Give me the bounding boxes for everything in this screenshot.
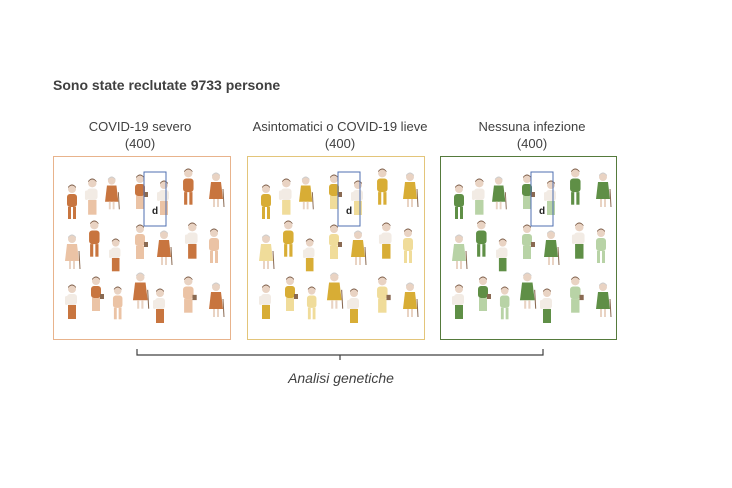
crowd-illustration: d [259,168,419,323]
person-figure [570,276,584,313]
person-figure [259,234,275,270]
person-figure [326,272,344,309]
person-figure [329,174,342,209]
person-figure [283,220,294,257]
group-name: Nessuna infezione [478,119,586,134]
person-figure [452,284,464,319]
group-label-none: Nessuna infezione (400) [437,118,627,152]
person-figure [378,222,392,259]
person-figure [153,288,165,323]
person-figure [492,176,507,210]
crowd-illustration: d [452,168,612,323]
person-figure [183,168,194,205]
person-figure [454,184,464,219]
person-figure [65,234,81,270]
person-figure [135,174,148,209]
person-figure [347,288,359,323]
group-label-severe: COVID-19 severo (400) [45,118,235,152]
group-name: COVID-19 severo [88,119,192,134]
person-figure [476,220,487,257]
group-count: (400) [324,136,356,151]
person-figure [209,282,225,318]
person-figure [596,172,612,208]
person-figure [209,172,225,208]
group-name: Asintomatici o COVID-19 lieve [252,119,428,134]
person-figure [84,178,98,215]
group-label-mild: Asintomatici o COVID-19 lieve (400) [245,118,435,152]
person-figure [306,286,317,320]
person-figure [522,224,535,259]
highlighted-person-box: d [530,171,554,227]
highlight-label: d [539,206,545,217]
person-figure [135,224,148,259]
person-figure [403,228,413,263]
person-figure [278,178,292,215]
highlighted-person-box: d [337,171,361,227]
person-figure [377,168,388,205]
person-figure [540,288,552,323]
person-figure [261,184,271,219]
person-figure [109,238,121,272]
person-figure [452,234,468,270]
person-figure [499,286,510,320]
person-figure [67,184,77,219]
person-figure [329,224,342,259]
person-figure [299,176,314,210]
person-figure [303,238,315,272]
page-title: Sono state reclutate 9733 persone [53,77,281,93]
highlighted-person-box: d [143,171,167,227]
group-count: (400) [516,136,548,151]
population-box-mild: d [247,156,425,340]
crowd-illustration: d [65,168,225,323]
person-figure [259,284,271,319]
person-figure [571,222,585,259]
person-figure [596,228,606,263]
person-figure [132,272,150,309]
person-figure [184,222,198,259]
population-box-severe: d [53,156,231,340]
person-figure [544,230,560,266]
person-figure [478,276,491,311]
person-figure [403,172,419,208]
person-figure [285,276,298,311]
highlight-label: d [346,206,352,217]
genetic-analysis-caption: Analisi genetiche [288,370,394,386]
person-figure [570,168,581,205]
person-figure [209,228,219,263]
group-count: (400) [124,136,156,151]
person-figure [112,286,123,320]
person-figure [403,282,419,318]
person-figure [519,272,537,309]
person-figure [471,178,485,215]
person-figure [596,282,612,318]
person-figure [157,230,173,266]
person-figure [496,238,508,272]
highlight-label: d [152,206,158,217]
person-figure [65,284,77,319]
person-figure [183,276,197,313]
person-figure [351,230,367,266]
person-figure [89,220,100,257]
person-figure [105,176,120,210]
population-box-none: d [440,156,617,340]
person-figure [91,276,104,311]
person-figure [377,276,391,313]
person-figure [522,174,535,209]
